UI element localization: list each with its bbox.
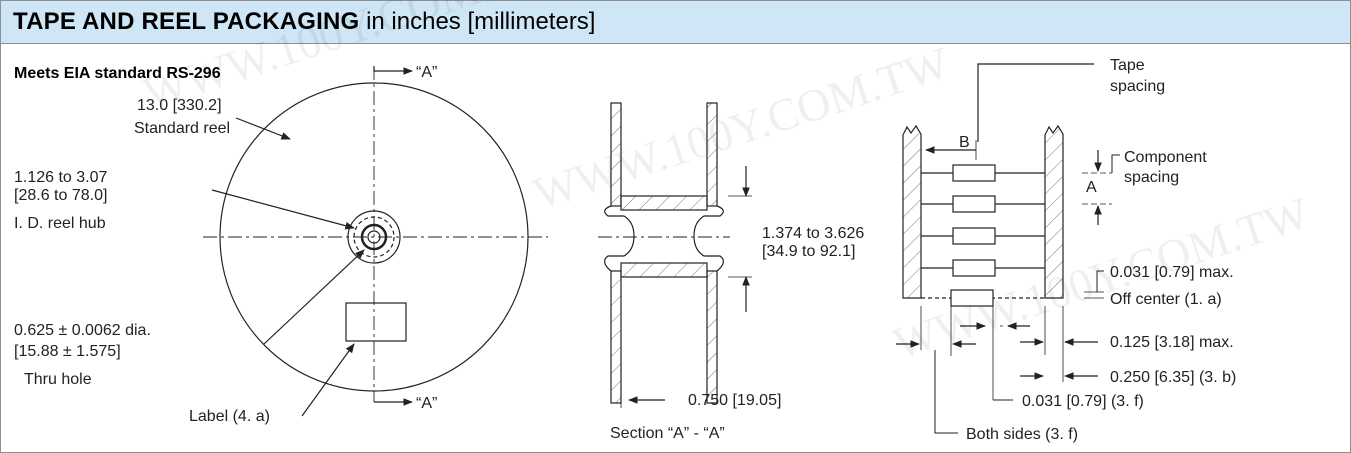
section-caption: Section “A” - “A”	[610, 425, 725, 442]
left-flange-bottom	[610, 270, 622, 404]
reel-texts: Meets EIA standard RS-296 “A” “A” 13.0 […	[14, 64, 437, 425]
header-bar: TAPE AND REEL PACKAGING in inches [milli…	[1, 1, 1350, 44]
tape-spacing-1: Tape	[1110, 57, 1145, 74]
hub-curve-left	[604, 205, 635, 272]
hole-inner	[367, 230, 381, 244]
hub-outer	[347, 210, 401, 264]
width-dim-2: [34.9 to 92.1]	[762, 243, 855, 260]
label-leader	[301, 343, 355, 417]
component-spacing-1: Component	[1124, 149, 1207, 166]
title-units: in inches [millimeters]	[366, 8, 596, 35]
reel-leader	[235, 117, 291, 140]
reel-name: Standard reel	[134, 120, 230, 137]
section-texts: 1.374 to 3.626 [34.9 to 92.1] 0.750 [19.…	[610, 225, 864, 442]
component	[952, 259, 996, 277]
tape-spacing-2: spacing	[1110, 78, 1165, 95]
standard-text: Meets EIA standard RS-296	[14, 65, 221, 82]
tape-spacing-leader	[977, 63, 1094, 142]
off-center-2: Off center (1. a)	[1110, 291, 1222, 308]
section-mark-bottom: “A”	[416, 395, 437, 412]
component-offset	[950, 289, 994, 307]
right-tape	[1044, 124, 1064, 299]
hole-dim-2: [15.88 ± 1.575]	[14, 343, 121, 360]
component-spacing-leader	[1111, 154, 1120, 173]
hub-curve-right	[693, 205, 724, 272]
b-label: B	[959, 134, 970, 151]
hole-leader	[263, 249, 365, 345]
width-dim-1: 1.374 to 3.626	[762, 225, 864, 242]
right-flange-top	[706, 102, 718, 207]
thru-hole	[360, 223, 388, 251]
component	[952, 164, 996, 182]
hub-leader	[211, 189, 355, 230]
label-text: Label (4. a)	[189, 408, 270, 425]
a-label: A	[1086, 179, 1097, 196]
tape-view	[896, 63, 1120, 434]
watermark-text: WWW.100Y.COM.TW	[887, 187, 1315, 370]
hole-name: Thru hole	[24, 371, 92, 388]
dim-0031: 0.031 [0.79] (3. f)	[1022, 393, 1144, 410]
hub-name: I. D. reel hub	[14, 215, 106, 232]
hub-dashed	[353, 216, 395, 258]
hub-dim-2: [28.6 to 78.0]	[14, 187, 107, 204]
both-sides: Both sides (3. f)	[966, 426, 1078, 443]
off-center-leader	[1096, 270, 1104, 292]
flange-dim: 0.750 [19.05]	[688, 392, 781, 409]
hub-band-top	[620, 195, 708, 211]
watermark-text: WWW.100Y.COM.TW	[527, 37, 955, 220]
section-mark-top: “A”	[416, 64, 437, 81]
reel-dim: 13.0 [330.2]	[137, 97, 222, 114]
component	[952, 227, 996, 245]
right-flange-bottom	[706, 270, 718, 404]
both-sides-leader	[934, 350, 958, 434]
section-view	[598, 102, 752, 408]
dim-0125: 0.125 [3.18] max.	[1110, 334, 1234, 351]
label-box	[345, 302, 407, 342]
hub-dim-1: 1.126 to 3.07	[14, 169, 108, 186]
left-tape	[902, 124, 922, 299]
component-spacing-2: spacing	[1124, 169, 1179, 186]
title-bold: TAPE AND REEL PACKAGING	[13, 8, 360, 35]
dim-0250: 0.250 [6.35] (3. b)	[1110, 369, 1236, 386]
tape-texts: Tape spacing B Component spacing A 0.031…	[959, 57, 1236, 443]
left-flange-top	[610, 102, 622, 207]
off-center-1: 0.031 [0.79] max.	[1110, 264, 1234, 281]
hole-dim-1: 0.625 ± 0.0062 dia.	[14, 322, 151, 339]
component	[952, 195, 996, 213]
hub-band-bottom	[620, 262, 708, 278]
reel-view	[203, 66, 548, 417]
page-title: TAPE AND REEL PACKAGING in inches [milli…	[13, 8, 595, 36]
